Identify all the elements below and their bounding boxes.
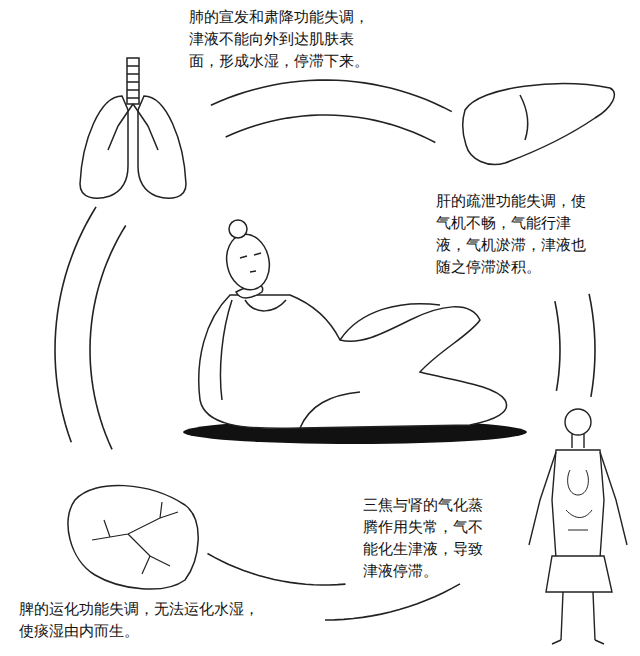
reclining-woman-part [199, 295, 507, 428]
cycle-arc [55, 207, 96, 442]
cycle-arc [226, 115, 436, 142]
cycle-arc [208, 554, 346, 585]
spleen-drawing-part [68, 485, 198, 589]
cycle-arc [90, 225, 126, 449]
cycle-arc [211, 80, 452, 112]
explanation-note: 肝的疏泄功能失调，使气机不畅，气能行津液，气机淤滞，津液也随之停滞淤积。 [435, 190, 599, 278]
liver-drawing-part [520, 95, 528, 140]
human-figure-part [546, 556, 612, 592]
explanation-note: 肺的宣发和肃降功能失调，津液不能向外到达肌肤表面，形成水湿，停滞下来。 [188, 6, 376, 72]
lung-drawing-part [138, 96, 186, 198]
human-figure-part [566, 470, 592, 530]
lung-drawing [80, 58, 186, 198]
spleen-drawing-part [92, 502, 178, 574]
human-figure-part [572, 434, 584, 448]
reclining-woman-part [220, 300, 440, 428]
lung-drawing-part [108, 104, 158, 150]
lung-drawing-part [127, 58, 139, 104]
human-figure-part [529, 452, 627, 545]
liver-drawing-part [463, 84, 615, 165]
cycle-arc [589, 294, 595, 397]
cycle-arc [325, 584, 460, 620]
explanation-note: 三焦与肾的气化蒸腾作用失常，气不能化生津液，导致津液停滞。 [362, 494, 490, 582]
spleen-drawing [68, 485, 198, 589]
liver-drawing [463, 84, 615, 165]
reclining-woman-part [240, 253, 261, 272]
human-figure-part [565, 409, 591, 435]
reclining-woman-part [229, 220, 247, 238]
human-figure-part [552, 450, 604, 558]
human-figure-part [552, 592, 604, 644]
lung-drawing-part [80, 96, 128, 198]
human-figure [529, 409, 627, 644]
lung-drawing-part [127, 66, 139, 98]
explanation-note: 脾的运化功能失调，无法运化水湿，使痰湿由内而生。 [18, 598, 270, 642]
cycle-ring [55, 80, 595, 620]
reclining-woman-part [222, 230, 275, 294]
cycle-arc [555, 301, 560, 391]
